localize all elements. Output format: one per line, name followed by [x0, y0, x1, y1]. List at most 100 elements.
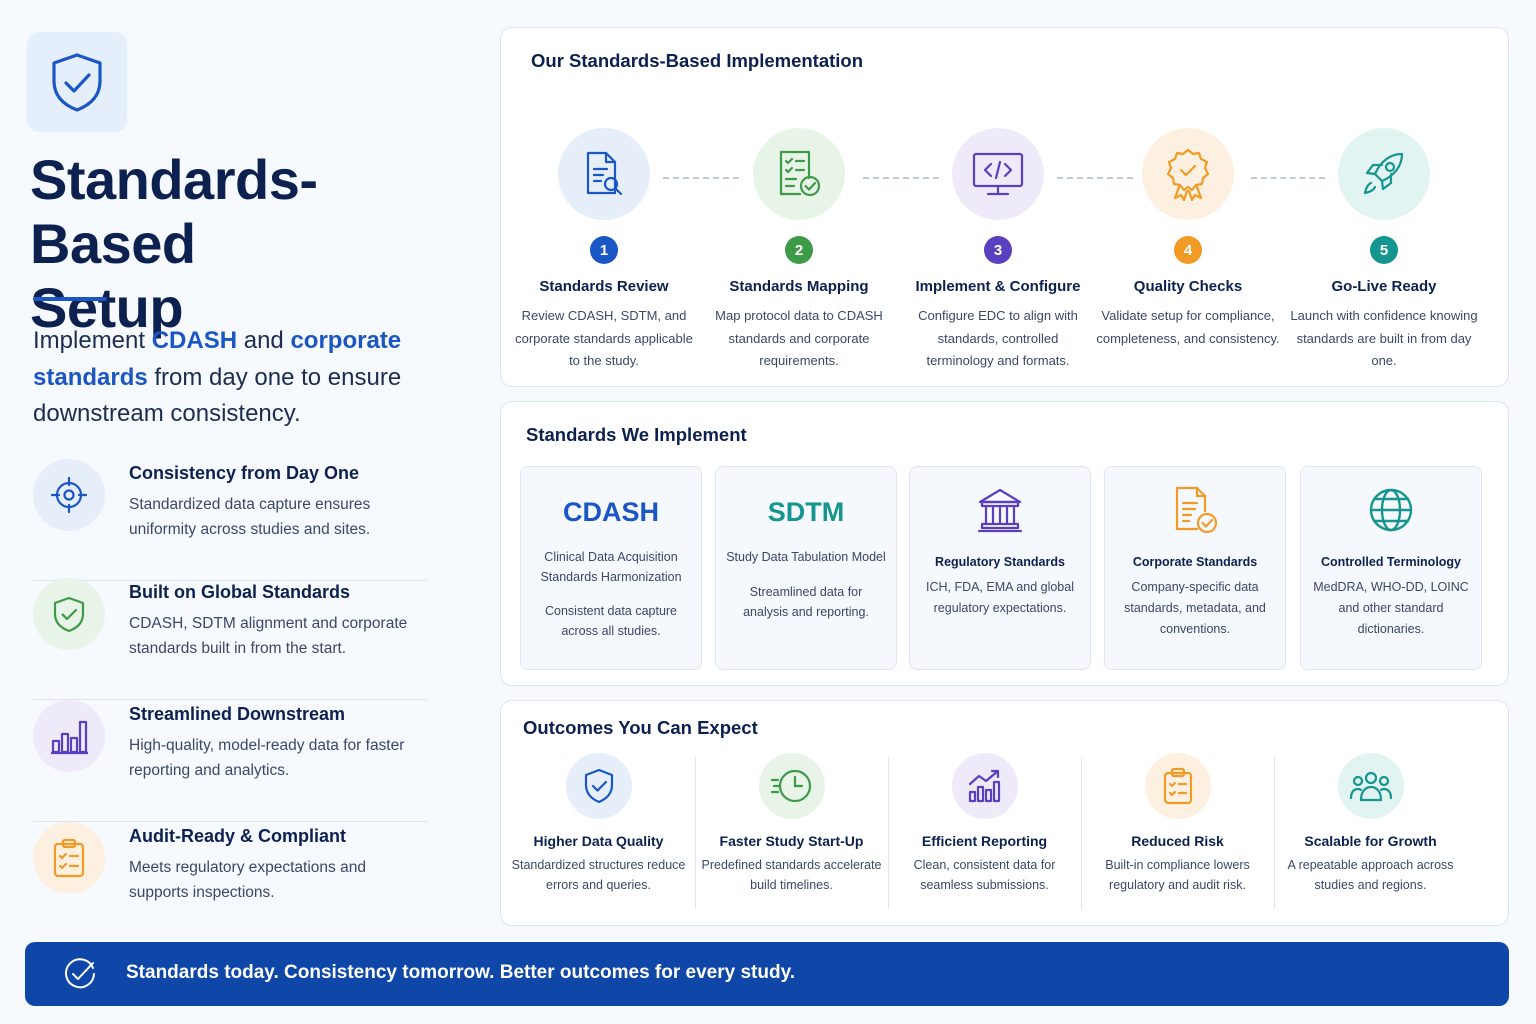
step-description: Validate setup for compliance, completen…	[1096, 308, 1280, 346]
page-title-line-1: Standards-Based	[30, 148, 318, 275]
standard-abbreviation: SDTM	[767, 497, 845, 527]
outcome-higher-quality: Higher Data Quality Standardized structu…	[502, 753, 695, 895]
feature-title: Built on Global Standards	[129, 582, 351, 602]
step-connector	[863, 177, 939, 179]
feature-description: CDASH, SDTM alignment and corporate stan…	[129, 615, 408, 657]
step-number-badge: 3	[984, 236, 1012, 264]
outcome-scalable: Scalable for Growth A repeatable approac…	[1274, 753, 1467, 895]
divider	[1081, 757, 1082, 909]
standard-full-name: Study Data Tabulation Model	[726, 550, 886, 564]
clipboard-check-icon	[33, 822, 105, 894]
footer-banner: Standards today. Consistency tomorrow. B…	[25, 942, 1509, 1006]
step-title: Implement & Configure	[915, 278, 1081, 295]
footer-tagline: Standards today. Consistency tomorrow. B…	[126, 962, 796, 983]
outcome-title: Scalable for Growth	[1304, 833, 1437, 849]
feature-streamlined: Streamlined Downstream High-quality, mod…	[33, 700, 427, 822]
step-title: Standards Mapping	[729, 278, 869, 295]
step-number-badge: 1	[590, 236, 618, 264]
section-title: Outcomes You Can Expect	[523, 717, 758, 738]
outcome-title: Reduced Risk	[1131, 833, 1224, 849]
outcomes-panel: Outcomes You Can Expect Higher Data Qual…	[500, 700, 1509, 926]
outcome-description: Standardized structures reduce errors an…	[511, 858, 686, 892]
title-underline	[33, 297, 107, 301]
standards-panel: Standards We Implement CDASH Clinical Da…	[500, 401, 1509, 686]
step-number-badge: 2	[785, 236, 813, 264]
step-title: Standards Review	[539, 278, 669, 295]
step-title: Go-Live Ready	[1331, 278, 1437, 295]
step-connector	[663, 177, 739, 179]
feature-consistency: Consistency from Day One Standardized da…	[33, 459, 427, 581]
feature-title: Streamlined Downstream	[129, 704, 346, 724]
page-subtitle: Implement CDASH and corporate standards …	[33, 327, 402, 427]
document-check-icon	[1105, 485, 1285, 535]
code-monitor-icon	[952, 128, 1044, 220]
standard-title: Corporate Standards	[1132, 555, 1258, 569]
divider	[1274, 757, 1275, 909]
step-standards-review: 1 Standards Review Review CDASH, SDTM, a…	[509, 128, 699, 373]
standard-card-sdtm: SDTM Study Data Tabulation Model Streaml…	[715, 466, 897, 670]
outcome-description: Built-in compliance lowers regulatory an…	[1105, 858, 1250, 892]
feature-title: Consistency from Day One	[129, 463, 360, 483]
award-badge-icon	[1142, 128, 1234, 220]
step-standards-mapping: 2 Standards Mapping Map protocol data to…	[704, 128, 894, 373]
standard-description: Consistent data capture across all studi…	[544, 604, 678, 638]
globe-icon	[1301, 485, 1481, 535]
standard-description: MedDRA, WHO-DD, LOINC and other standard…	[1313, 580, 1469, 636]
chart-trend-icon	[951, 753, 1018, 819]
section-title: Our Standards-Based Implementation	[531, 50, 864, 71]
outcome-title: Efficient Reporting	[921, 833, 1048, 849]
feature-title: Audit-Ready & Compliant	[129, 826, 347, 846]
page-title-line-2: Setup	[30, 276, 184, 339]
feature-audit-ready: Audit-Ready & Compliant Meets regulatory…	[33, 822, 427, 944]
clipboard-list-icon	[1144, 753, 1211, 819]
step-description: Launch with confidence knowing standards…	[1290, 308, 1478, 368]
shield-check-icon	[27, 32, 127, 132]
standard-title: Regulatory Standards	[935, 555, 1065, 569]
standard-card-regulatory: Regulatory Standards ICH, FDA, EMA and g…	[909, 466, 1091, 670]
standard-abbreviation: CDASH	[562, 497, 659, 527]
check-circle-icon	[63, 957, 97, 991]
crosshair-icon	[33, 459, 105, 531]
step-connector	[1251, 177, 1325, 179]
standard-description: ICH, FDA, EMA and global regulatory expe…	[926, 580, 1074, 615]
step-implement-configure: 3 Implement & Configure Configure EDC to…	[903, 128, 1093, 373]
checklist-icon	[753, 128, 845, 220]
step-description: Review CDASH, SDTM, and corporate standa…	[515, 308, 693, 368]
feature-description: High-quality, model-ready data for faste…	[129, 737, 405, 779]
standard-full-name: Clinical Data Acquisition Standards Harm…	[540, 550, 682, 584]
divider	[888, 757, 889, 909]
outcome-description: Clean, consistent data for seamless subm…	[913, 858, 1056, 892]
bar-chart-icon	[33, 700, 105, 772]
feature-description: Standardized data capture ensures unifor…	[129, 496, 371, 538]
hero-section: Standards-Based Setup Implement CDASH an…	[0, 0, 470, 930]
step-go-live: 5 Go-Live Ready Launch with confidence k…	[1289, 128, 1479, 373]
step-title: Quality Checks	[1133, 278, 1243, 295]
outcome-reduced-risk: Reduced Risk Built-in compliance lowers …	[1081, 753, 1274, 895]
section-title: Standards We Implement	[526, 424, 747, 445]
bank-icon	[910, 485, 1090, 535]
step-number-badge: 4	[1174, 236, 1202, 264]
implementation-panel: Our Standards-Based Implementation 1 Sta…	[500, 27, 1509, 387]
step-quality-checks: 4 Quality Checks Validate setup for comp…	[1093, 128, 1283, 350]
outcome-description: A repeatable approach across studies and…	[1287, 858, 1454, 892]
standard-description: Company-specific data standards, metadat…	[1124, 580, 1266, 636]
users-icon	[1337, 753, 1404, 819]
rocket-icon	[1338, 128, 1430, 220]
step-description: Map protocol data to CDASH standards and…	[715, 308, 883, 368]
standard-card-cdash: CDASH Clinical Data Acquisition Standard…	[520, 466, 702, 670]
clock-fast-icon	[758, 753, 825, 819]
outcome-description: Predefined standards accelerate build ti…	[701, 858, 882, 892]
standard-card-terminology: Controlled Terminology MedDRA, WHO-DD, L…	[1300, 466, 1482, 670]
feature-description: Meets regulatory expectations and suppor…	[129, 859, 366, 901]
page-title: Standards-Based Setup	[30, 148, 470, 340]
outcome-efficient-reporting: Efficient Reporting Clean, consistent da…	[888, 753, 1081, 895]
outcome-title: Higher Data Quality	[533, 833, 664, 849]
standard-description: Streamlined data for analysis and report…	[743, 584, 869, 619]
divider	[695, 757, 696, 909]
step-connector	[1057, 177, 1133, 179]
shield-check-icon	[33, 578, 105, 650]
feature-global-standards: Built on Global Standards CDASH, SDTM al…	[33, 578, 427, 700]
step-description: Configure EDC to align with standards, c…	[918, 308, 1078, 368]
document-search-icon	[558, 128, 650, 220]
outcome-faster-startup: Faster Study Start-Up Predefined standar…	[695, 753, 888, 895]
